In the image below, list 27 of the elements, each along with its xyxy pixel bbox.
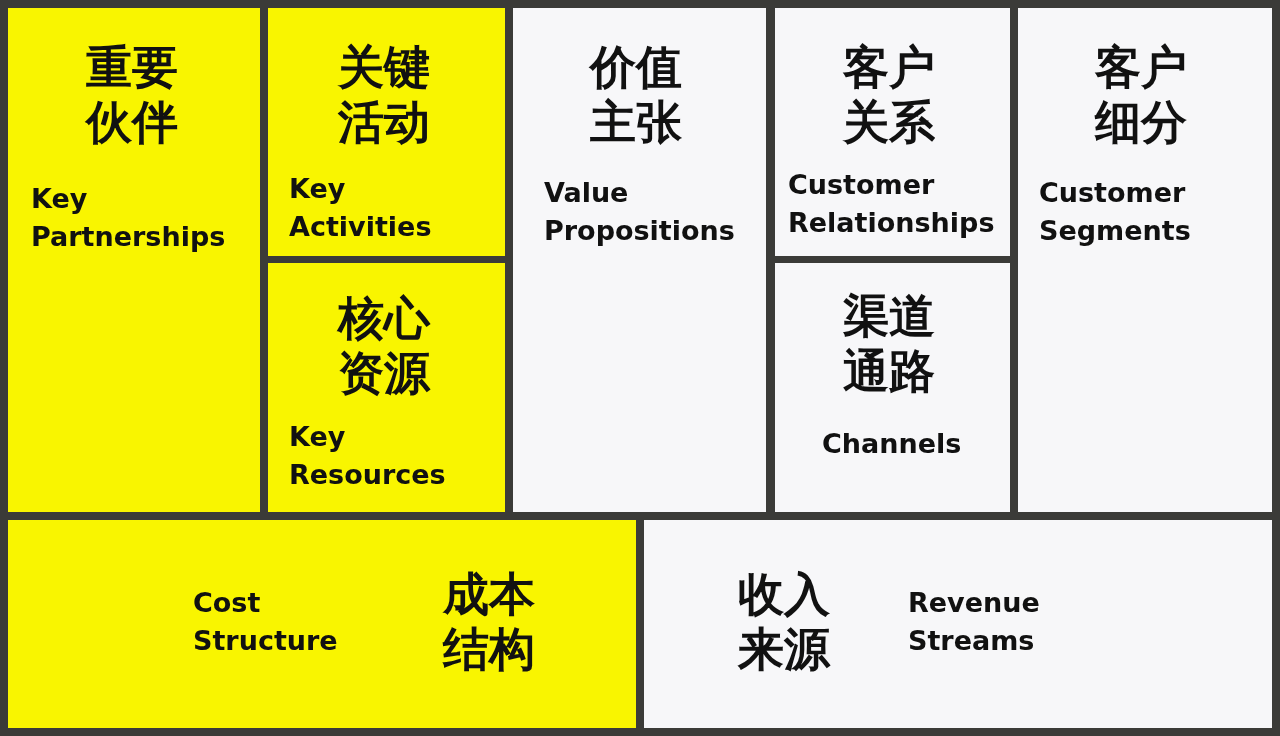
block-subtitle: Customer Relationships [788, 168, 995, 240]
canvas-block [1018, 8, 1272, 512]
block-title: 核心资源 [338, 291, 430, 402]
block-title: 成本结构 [443, 567, 535, 678]
canvas-block [513, 8, 766, 512]
block-subtitle: Cost Structure [193, 586, 338, 658]
block-title: 关键活动 [338, 40, 430, 151]
canvas-block [644, 520, 1272, 728]
block-subtitle: Value Propositions [544, 176, 735, 248]
canvas-block [775, 263, 1010, 512]
canvas-block [268, 263, 505, 512]
block-title: 客户细分 [1095, 40, 1187, 151]
canvas-block [775, 8, 1010, 256]
block-subtitle: Key Partnerships [31, 182, 226, 254]
block-title: 价值主张 [590, 40, 682, 151]
block-subtitle: Channels [822, 427, 962, 461]
block-title: 重要伙伴 [86, 40, 178, 151]
block-subtitle: Revenue Streams [908, 586, 1040, 658]
block-title: 渠道通路 [843, 289, 935, 400]
block-subtitle: Customer Segments [1039, 176, 1191, 248]
canvas-block [268, 8, 505, 256]
block-title: 收入来源 [738, 567, 830, 678]
block-subtitle: Key Resources [289, 420, 446, 492]
canvas-block [8, 8, 260, 512]
canvas-block [8, 520, 636, 728]
block-subtitle: Key Activities [289, 172, 432, 244]
block-title: 客户关系 [843, 40, 935, 151]
